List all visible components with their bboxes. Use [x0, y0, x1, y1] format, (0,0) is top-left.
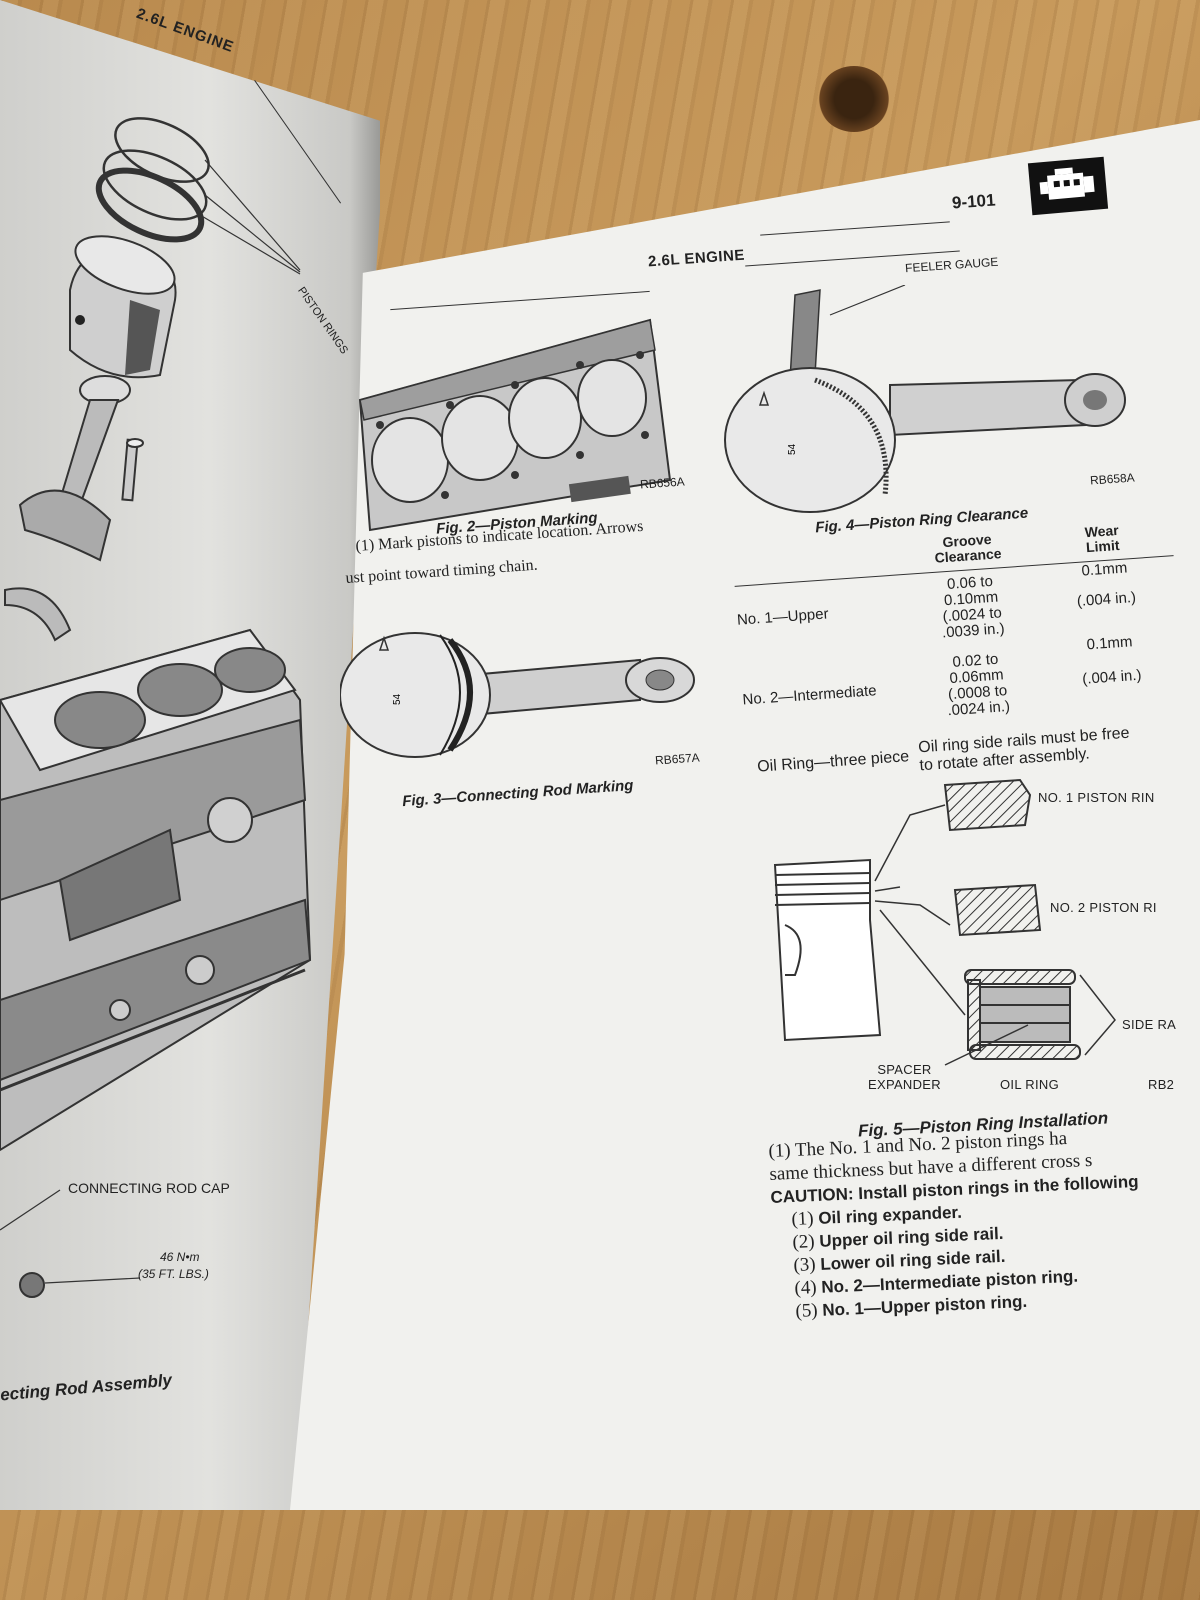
table-header-wear: Wear Limit: [1084, 521, 1120, 556]
fig2-piston-marking-illustration: [358, 318, 672, 532]
installation-instructions: (1) The No. 1 and No. 2 piston rings ha …: [768, 1122, 1196, 1324]
label-torque-nm: 46 N•m: [160, 1250, 200, 1264]
piston-rings-leader-lines: [199, 159, 301, 275]
fig5-code: RB2: [1148, 1077, 1175, 1092]
no1-ring-section: [943, 778, 1032, 832]
piston-rings-illustration: [95, 117, 210, 243]
fig5-label-side-rails: SIDE RA: [1122, 1017, 1177, 1032]
table-header-groove: Groove Clearance: [934, 530, 1003, 566]
oil-ring-assembly: [944, 969, 1116, 1066]
label-connecting-rod-cap: CONNECTING ROD CAP: [68, 1180, 230, 1196]
label-torque-ft-lbs: (35 FT. LBS.): [138, 1267, 209, 1281]
no2-ring-section: [953, 883, 1042, 937]
fig3-piston-number: 54: [392, 693, 403, 705]
fig4-piston-number: 54: [787, 443, 798, 455]
engine-block-illustration: [0, 628, 312, 1152]
fig5-piston-ring-installation-diagram: [773, 778, 1116, 1066]
piston-illustration: [69, 235, 177, 379]
table-cell-clearance: 0.02 to 0.06mm (.0008 to .0024 in.): [946, 650, 1011, 720]
left-page-exploded-diagram: [0, 117, 312, 1298]
fig5-label-no2-ring: NO. 2 PISTON RI: [1050, 900, 1157, 915]
cylinder-bores: [371, 359, 647, 503]
fig5-label-spacer-expander: SPACER EXPANDER: [868, 1062, 941, 1092]
bearing-shell-illustration: [4, 587, 72, 642]
fig3-connecting-rod-illustration: 54: [340, 632, 695, 758]
table-cell-clearance: 0.06 to 0.10mm (.0024 to .0039 in.): [941, 572, 1006, 642]
connecting-rod-illustration: [18, 375, 144, 562]
wood-knot-hole: [818, 66, 890, 132]
fig5-label-no1-ring: NO. 1 PISTON RIN: [1038, 790, 1155, 805]
ring-leader-lines: [874, 804, 966, 1016]
engine-icon: [1039, 167, 1095, 200]
fig5-label-oil-ring: OIL RING: [1000, 1077, 1059, 1092]
right-page: [290, 120, 1200, 1510]
fig4-piston-ring-clearance-illustration: 54: [724, 285, 1126, 513]
engine-section-icon: [1027, 156, 1109, 216]
rod-cap-nut-illustration: [0, 1189, 141, 1298]
piston-cross-section: [773, 858, 882, 1042]
page-number: 9-101: [951, 190, 997, 213]
